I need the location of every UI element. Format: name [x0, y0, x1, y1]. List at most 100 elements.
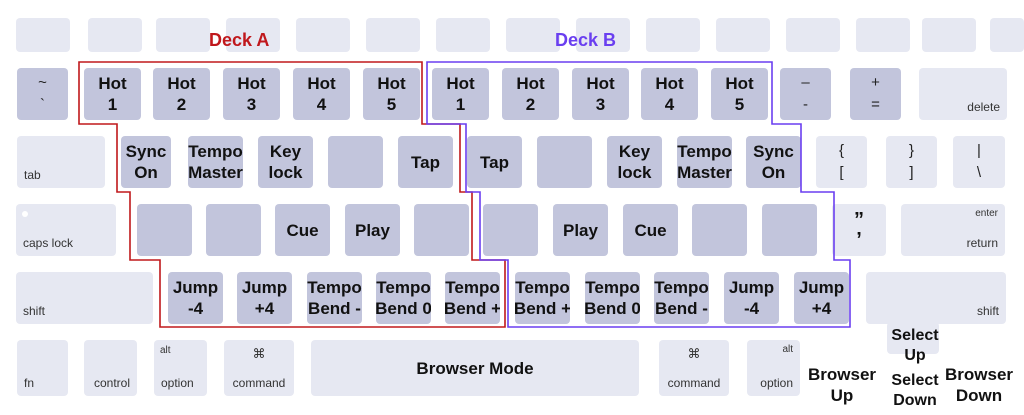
delete-key[interactable]: delete: [919, 68, 1007, 120]
esc-key[interactable]: [16, 18, 70, 52]
browser-mode-key[interactable]: Browser Mode: [311, 340, 639, 396]
deck-b-tempo-master-label-line2: Master: [677, 163, 732, 182]
deck-b-blank-h[interactable]: [483, 204, 538, 256]
f2-key[interactable]: [156, 18, 210, 52]
f7-key[interactable]: [506, 18, 560, 52]
select-up-label: Select Up: [880, 326, 950, 366]
f3-key[interactable]: [226, 18, 280, 52]
deck-b-blank-semicolon[interactable]: [762, 204, 817, 256]
f8-key[interactable]: [576, 18, 630, 52]
deck-a-jump-minus-4[interactable]: Jump-4: [168, 272, 223, 324]
f9-key[interactable]: [646, 18, 700, 52]
deck-a-tap[interactable]: Tap: [398, 136, 453, 188]
power-key[interactable]: [990, 18, 1024, 52]
f11-key[interactable]: [786, 18, 840, 52]
f4-key[interactable]: [296, 18, 350, 52]
fn-key-label: fn: [24, 376, 35, 390]
fn-key[interactable]: fn: [17, 340, 68, 396]
browser-up-key-label-line1: Browser: [807, 365, 877, 384]
deck-a-play[interactable]: Play: [345, 204, 400, 256]
f12-key[interactable]: [856, 18, 910, 52]
f10-key[interactable]: [716, 18, 770, 52]
control-key[interactable]: control: [84, 340, 137, 396]
deck-a-key-lock-label-line1: Key: [269, 142, 302, 161]
deck-a-blank-t[interactable]: [328, 136, 383, 188]
deck-b-jump-plus-4[interactable]: Jump+4: [794, 272, 849, 324]
minus-key[interactable]: –-: [780, 68, 831, 120]
deck-a-hot-4-label-line2: 4: [316, 95, 327, 114]
deck-a-blank-g[interactable]: [414, 204, 469, 256]
shift-right-key[interactable]: shift: [866, 272, 1006, 324]
deck-a-tempo-bend-plus-label-line2: Bend +: [445, 299, 500, 318]
deck-a-key-lock-label-line2: lock: [268, 163, 303, 182]
deck-a-blank-s[interactable]: [206, 204, 261, 256]
tab-key[interactable]: tab: [17, 136, 105, 188]
deck-b-jump-plus-4-label: Jump+4: [794, 272, 849, 324]
bracket-right-key[interactable]: }]: [886, 136, 937, 188]
f13-key[interactable]: [922, 18, 976, 52]
deck-b-tap[interactable]: Tap: [467, 136, 522, 188]
bracket-left-key[interactable]: {[: [816, 136, 867, 188]
bracket-left-key-symbols: {[: [816, 136, 867, 188]
deck-a-key-lock-label: Key lock: [258, 136, 313, 188]
deck-b-play[interactable]: Play: [553, 204, 608, 256]
f1-key[interactable]: [88, 18, 142, 52]
deck-b-jump-plus-4-label-line1: Jump: [798, 278, 845, 297]
backslash-key-symbol-1: |: [977, 142, 981, 159]
caps-lock-key[interactable]: caps lock: [16, 204, 116, 256]
deck-a-tempo-master-label-line1: Tempo: [188, 142, 243, 161]
quote-key[interactable]: ”’: [832, 204, 886, 256]
command-right-key[interactable]: ⌘command: [659, 340, 729, 396]
command-left-key[interactable]: ⌘command: [224, 340, 294, 396]
f5-key[interactable]: [366, 18, 420, 52]
deck-b-hot-3-label-line2: 3: [595, 95, 606, 114]
deck-a-cue[interactable]: Cue: [275, 204, 330, 256]
option-left-key-top-label: alt: [160, 345, 171, 356]
tilde-key[interactable]: ~`: [17, 68, 68, 120]
deck-a-blank-a[interactable]: [137, 204, 192, 256]
deck-b-play-label: Play: [553, 204, 608, 256]
backslash-key[interactable]: |\: [953, 136, 1005, 188]
deck-a-key-lock[interactable]: Key lock: [258, 136, 313, 188]
deck-a-jump-plus-4[interactable]: Jump+4: [237, 272, 292, 324]
option-right-key-top-label: alt: [782, 344, 793, 355]
f6-key[interactable]: [436, 18, 490, 52]
equals-key[interactable]: +=: [850, 68, 901, 120]
select-up-key[interactable]: [887, 322, 939, 354]
deck-b-jump-minus-4[interactable]: Jump-4: [724, 272, 779, 324]
bracket-right-key-symbol-2: ]: [909, 164, 914, 181]
shift-left-key[interactable]: shift: [16, 272, 153, 324]
deck-b-cue[interactable]: Cue: [623, 204, 678, 256]
deck-b-blank-l[interactable]: [692, 204, 747, 256]
deck-b-blank-u[interactable]: [537, 136, 592, 188]
deck-b-tempo-bend-0-label-line2: Bend 0: [585, 299, 640, 318]
